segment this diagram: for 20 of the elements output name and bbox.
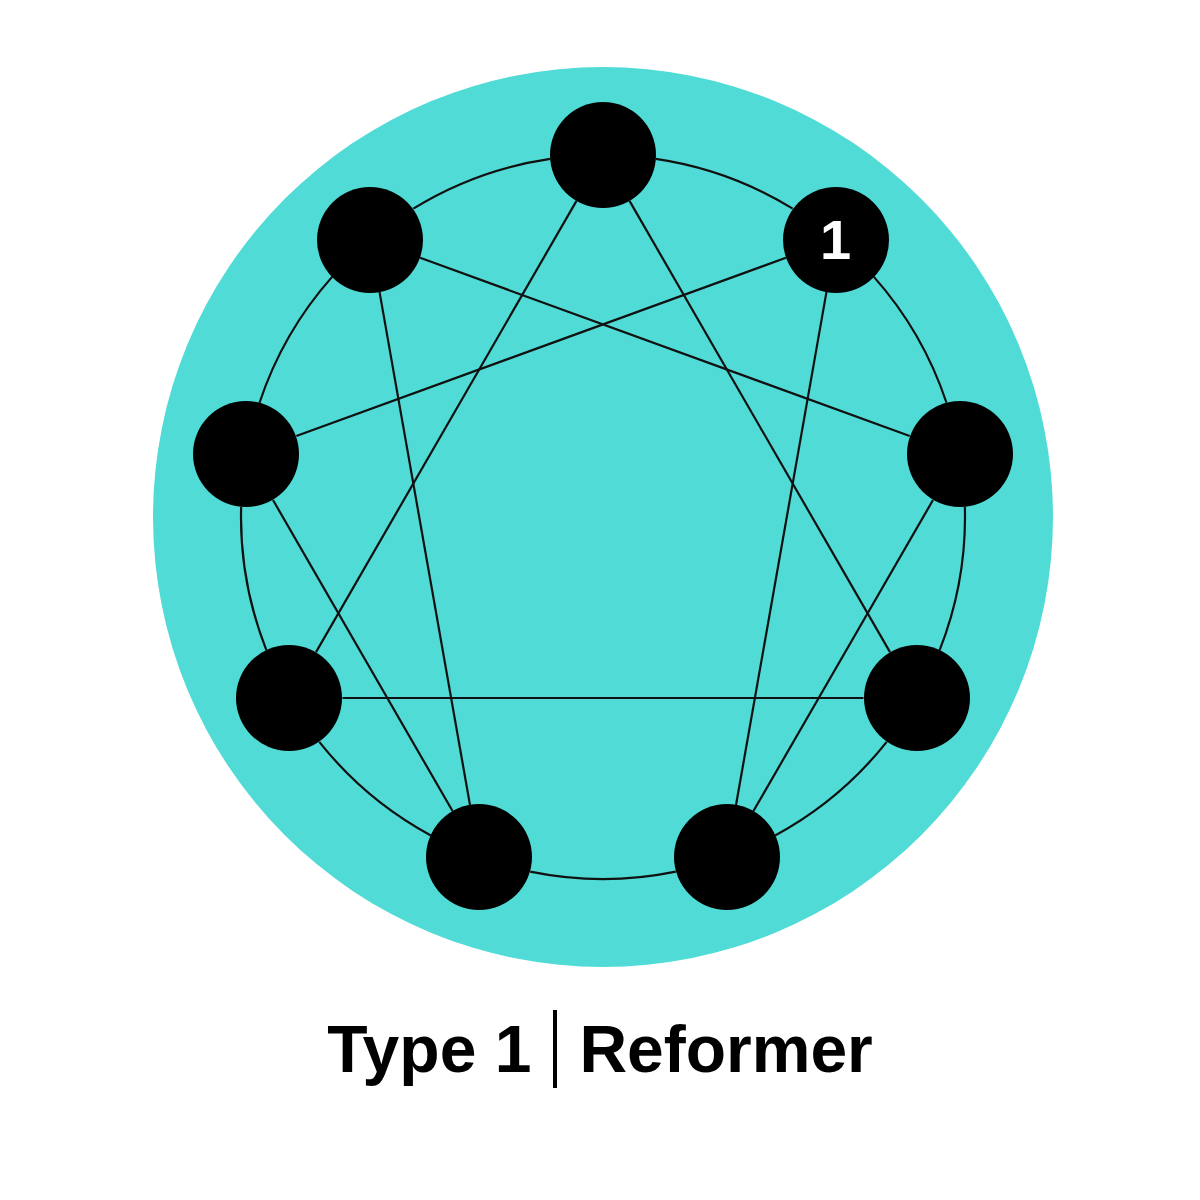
connector-line	[628, 200, 891, 653]
connector-line	[240, 506, 268, 651]
connector-line	[295, 256, 787, 438]
type-name: Reformer	[579, 1016, 873, 1082]
point-number: 1	[820, 211, 852, 268]
connector-line	[272, 499, 454, 812]
connector-line	[315, 200, 578, 653]
connector-line	[318, 741, 432, 837]
connector-line	[938, 506, 966, 651]
connector-line	[258, 275, 334, 404]
connector-line	[872, 275, 948, 404]
connector-line	[774, 741, 888, 837]
connector-line	[734, 291, 828, 806]
connector-line	[655, 157, 794, 210]
connector-line	[342, 696, 864, 700]
connector-line	[419, 256, 911, 438]
connector-line	[378, 291, 472, 806]
connector-line	[412, 157, 551, 210]
connector-line	[530, 870, 676, 880]
connector-line	[752, 499, 934, 812]
